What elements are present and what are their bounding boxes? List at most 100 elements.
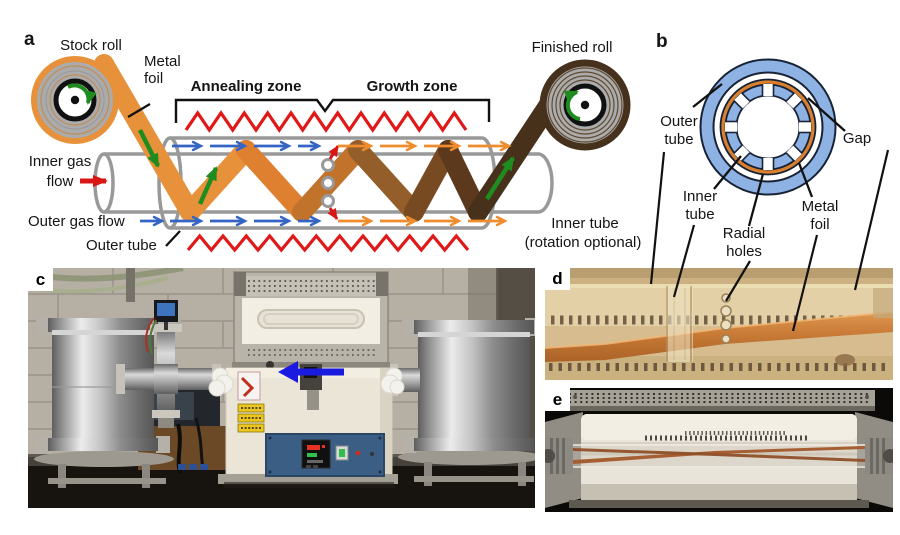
b-outer-tube-label-2: tube xyxy=(664,131,693,148)
insulation-plug-right xyxy=(380,367,405,395)
pressure-gauge-device xyxy=(145,300,178,355)
inner-tube-drawing xyxy=(93,152,554,214)
b-metal-foil-label-1: Metal xyxy=(802,198,839,215)
metal-foil-web xyxy=(94,54,570,222)
panel-a-schematic: a Stock roll Metal foil Annealing zone G… xyxy=(24,29,641,254)
panel-c-label: c xyxy=(28,268,53,291)
panel-b-cross-section: b Outer tube Gap Inner tube Radial holes… xyxy=(656,31,871,260)
finished-roll xyxy=(539,59,631,151)
panel-e-label: e xyxy=(545,388,570,411)
temperature-controller xyxy=(301,439,331,469)
wall-conduit xyxy=(126,268,135,302)
b-radial-holes-label-1: Radial xyxy=(723,225,766,242)
connector xyxy=(200,464,208,470)
radial-hole-slot xyxy=(733,144,751,162)
radial-hole-slot xyxy=(725,120,737,134)
panel-d-label: d xyxy=(545,268,570,290)
outer-tube-label: Outer tube xyxy=(86,237,157,254)
zone-bracket xyxy=(174,98,491,123)
b-inner-tube-label-2: tube xyxy=(685,206,714,223)
inner-ring-outline xyxy=(724,83,812,171)
glass-shine xyxy=(545,284,893,288)
foil-segment xyxy=(292,140,368,222)
panel-d-photo-tube-closeup: d xyxy=(545,268,893,380)
radial-hole-slot xyxy=(733,92,751,110)
ceramic-top-face xyxy=(581,414,857,440)
gas-exit-arrow-down xyxy=(327,207,339,220)
gas-exit-arrow-up xyxy=(328,145,340,160)
panel-c-photo-furnace-system: c xyxy=(28,268,535,508)
outer-tube-annotation-line xyxy=(649,151,666,285)
annealing-zone-label: Annealing zone xyxy=(191,78,302,95)
outer-ring-outline xyxy=(699,58,837,196)
b-inner-tube-label-1: Inner xyxy=(683,188,717,205)
outer-gas-flow-label: Outer gas flow xyxy=(28,213,125,230)
indicator-light xyxy=(355,450,361,456)
warning-label xyxy=(237,413,265,423)
copper-foil-twisted xyxy=(573,446,865,464)
foil-segment xyxy=(94,54,200,222)
radial-holes-side-view xyxy=(321,158,335,208)
inner-tube-label-2: (rotation optional) xyxy=(525,234,642,251)
heater-coil-top xyxy=(184,110,468,133)
foil-ring-outline xyxy=(719,78,817,176)
copper-foil-twisted-2 xyxy=(573,448,865,462)
metal-foil-ring xyxy=(720,79,816,175)
furnace-lid-open xyxy=(232,271,390,369)
finished-roll-label: Finished roll xyxy=(532,39,613,56)
heater-groove xyxy=(257,309,365,329)
stock-roll-label: Stock roll xyxy=(60,37,122,54)
panel-b-pointer-lines xyxy=(692,83,846,227)
bottom-metal-bar xyxy=(569,500,869,508)
panel-b-label: b xyxy=(656,31,668,52)
radial-hole-slot xyxy=(761,84,775,96)
heater-coil-bottom xyxy=(186,233,470,253)
perforated-top-bar xyxy=(563,390,875,406)
metal-foil-label-2: foil xyxy=(144,70,163,87)
radial-hole-slot xyxy=(785,92,803,110)
foil-segment xyxy=(348,140,424,222)
b-radial-holes-label-2: holes xyxy=(726,243,762,260)
rotation-arrow-icon xyxy=(67,83,97,105)
foil-segment xyxy=(236,140,312,222)
outer-tube-pointer xyxy=(165,230,181,247)
radial-holes-cross-section xyxy=(725,84,811,170)
connector xyxy=(178,464,186,470)
radial-hole-slot xyxy=(785,144,803,162)
wood-knot xyxy=(835,354,855,366)
inner-ring-inner-outline xyxy=(735,94,801,160)
b-gap-label: Gap xyxy=(843,130,871,147)
connector xyxy=(189,464,197,470)
foil-motion-arrows xyxy=(137,128,515,205)
outer-tube-ring xyxy=(701,60,835,194)
inner-tube-ring xyxy=(725,84,811,170)
foil-segment xyxy=(404,140,458,222)
stock-roll xyxy=(31,56,119,144)
b-outer-tube-label-1: Outer xyxy=(660,113,698,130)
cable-2 xyxy=(194,417,206,475)
metal-foil-label-1: Metal xyxy=(144,53,181,70)
left-vacuum-chamber xyxy=(34,316,174,488)
metal-foil-pointer xyxy=(127,103,151,118)
inner-tube-flange xyxy=(666,286,693,362)
tube-top-edge xyxy=(545,268,893,278)
warning-label xyxy=(237,403,265,413)
foil-segment xyxy=(438,140,488,222)
foil-segment xyxy=(180,140,256,222)
insulation-plug-left xyxy=(208,367,234,397)
tube-end-cap-right xyxy=(865,438,893,474)
screw xyxy=(865,395,869,399)
panel-e-photo-open-furnace: e xyxy=(545,388,893,512)
foil-segment xyxy=(468,78,570,222)
ceramic-lower-shade xyxy=(581,484,857,500)
dark-streak xyxy=(873,288,893,318)
rotation-arrow-icon xyxy=(563,90,581,121)
furnace-base xyxy=(218,364,398,488)
b-metal-foil-label-2: foil xyxy=(810,216,829,233)
screw xyxy=(573,395,577,399)
inner-gas-flow-label-1: Inner gas xyxy=(29,153,92,170)
growth-zone-label: Growth zone xyxy=(367,78,458,95)
outer-tube-drawing xyxy=(157,136,497,230)
outer-ring-inner-outline xyxy=(712,71,824,183)
